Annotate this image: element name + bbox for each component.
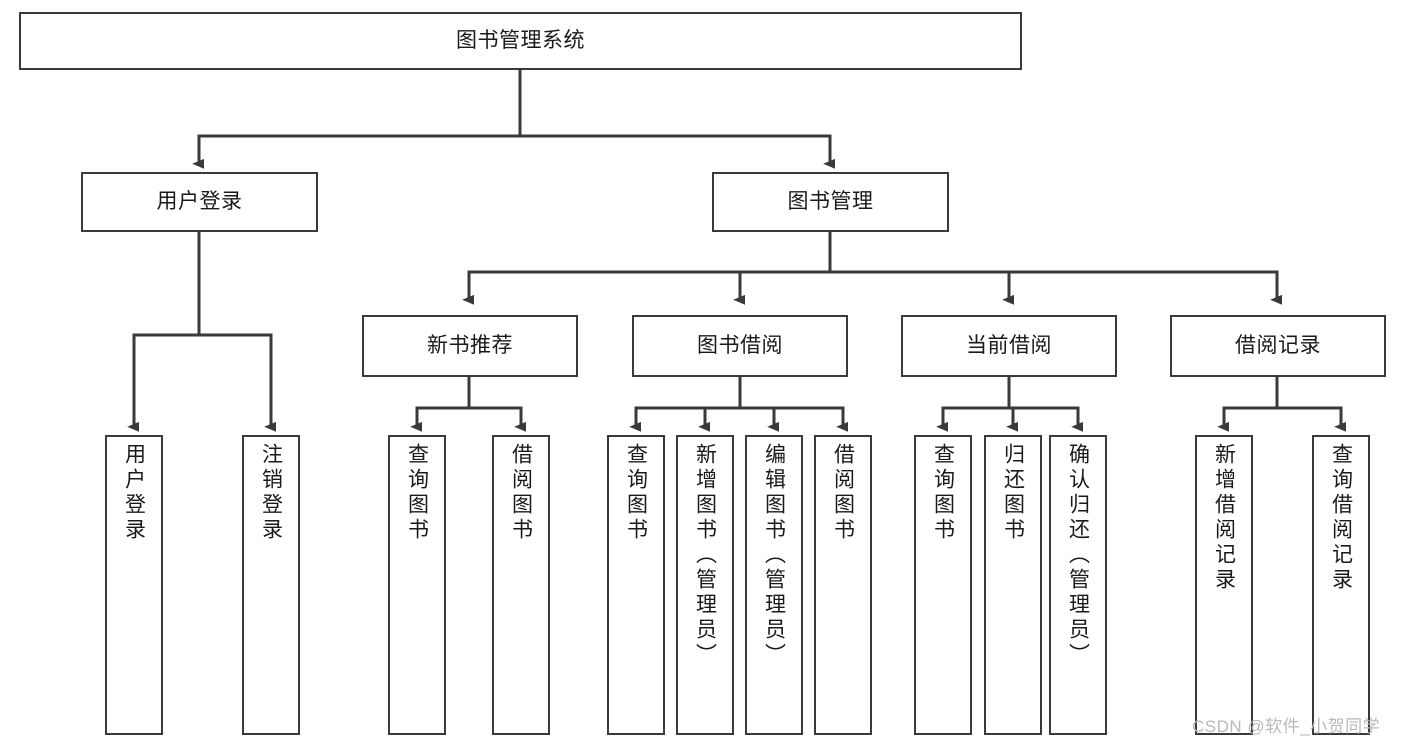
node-current-borrow-label: 当前借阅 [966, 333, 1052, 357]
node-leaf-user-logout-label: 注销登录 [259, 443, 283, 543]
node-leaf-query-record[interactable]: 查询借阅记录 [1312, 435, 1370, 735]
node-current-borrow[interactable]: 当前借阅 [901, 315, 1117, 377]
node-leaf-query-book-2-label: 查询图书 [624, 443, 648, 543]
node-leaf-user-login[interactable]: 用户登录 [105, 435, 163, 735]
node-leaf-add-record[interactable]: 新增借阅记录 [1195, 435, 1253, 735]
node-user-login-label: 用户登录 [156, 189, 243, 213]
node-leaf-user-logout[interactable]: 注销登录 [242, 435, 300, 735]
node-leaf-edit-book-label: 编辑图书（管理员） [762, 443, 786, 668]
node-leaf-add-record-label: 新增借阅记录 [1212, 443, 1236, 593]
watermark-text: CSDN @软件_小贺同学 [1192, 717, 1381, 736]
node-root[interactable]: 图书管理系统 [19, 12, 1022, 70]
node-leaf-confirm-return[interactable]: 确认归还（管理员） [1049, 435, 1107, 735]
node-root-label: 图书管理系统 [456, 28, 585, 52]
node-leaf-return-book[interactable]: 归还图书 [984, 435, 1042, 735]
node-borrow-record-label: 借阅记录 [1235, 333, 1321, 357]
node-leaf-query-book-1-label: 查询图书 [405, 443, 429, 543]
node-leaf-add-book-label: 新增图书（管理员） [693, 443, 717, 668]
node-leaf-borrow-book-1-label: 借阅图书 [509, 443, 533, 543]
node-leaf-query-record-label: 查询借阅记录 [1329, 443, 1353, 593]
node-leaf-query-book-3[interactable]: 查询图书 [914, 435, 972, 735]
node-leaf-borrow-book-2-label: 借阅图书 [831, 443, 855, 543]
node-leaf-borrow-book-2[interactable]: 借阅图书 [814, 435, 872, 735]
node-leaf-edit-book[interactable]: 编辑图书（管理员） [745, 435, 803, 735]
node-leaf-user-login-label: 用户登录 [122, 443, 146, 543]
node-leaf-query-book-3-label: 查询图书 [931, 443, 955, 543]
node-new-book-recommend[interactable]: 新书推荐 [362, 315, 578, 377]
node-user-login[interactable]: 用户登录 [81, 172, 318, 232]
node-book-management-label: 图书管理 [787, 189, 874, 213]
node-new-book-recommend-label: 新书推荐 [427, 333, 513, 357]
node-leaf-query-book-1[interactable]: 查询图书 [388, 435, 446, 735]
node-leaf-confirm-return-label: 确认归还（管理员） [1066, 443, 1090, 668]
node-leaf-return-book-label: 归还图书 [1001, 443, 1025, 543]
node-book-borrow-label: 图书借阅 [697, 333, 783, 357]
node-leaf-add-book[interactable]: 新增图书（管理员） [676, 435, 734, 735]
node-leaf-borrow-book-1[interactable]: 借阅图书 [492, 435, 550, 735]
node-borrow-record[interactable]: 借阅记录 [1170, 315, 1386, 377]
node-book-borrow[interactable]: 图书借阅 [632, 315, 848, 377]
node-leaf-query-book-2[interactable]: 查询图书 [607, 435, 665, 735]
node-book-management[interactable]: 图书管理 [712, 172, 949, 232]
